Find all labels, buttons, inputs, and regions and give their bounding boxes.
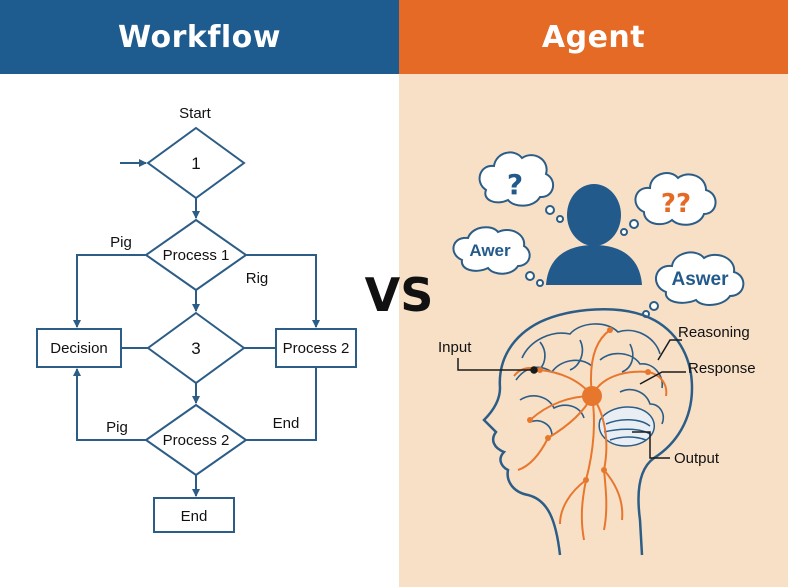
thought-bubble-question [478, 151, 564, 223]
workflow-header: Workflow [0, 0, 399, 74]
agent-header: Agent [399, 0, 788, 74]
person-icon [546, 184, 642, 285]
flowchart [36, 126, 357, 533]
start-label: Start [179, 105, 212, 122]
label-output: Output [674, 450, 720, 467]
loop-right-up [246, 367, 317, 441]
decision-box [36, 328, 122, 368]
process-2-label: Process 2 [163, 432, 230, 449]
edge-label-rig: Rig [246, 270, 269, 287]
label-response: Response [688, 360, 756, 377]
label-reasoning: Reasoning [678, 324, 750, 341]
label-input: Input [438, 339, 472, 356]
bubble-question-text: ? [507, 168, 523, 201]
edge-label-pig-top: Pig [110, 234, 132, 251]
neural-core-node [582, 386, 602, 406]
process-1-label: Process 1 [163, 247, 230, 264]
vs-label: VS [365, 268, 434, 322]
edge-label-end: End [273, 415, 300, 432]
callout-lines [457, 339, 686, 459]
bubble-aswer-text: Aswer [671, 269, 729, 290]
brain-head-outline [482, 308, 694, 556]
loop-left-down [73, 254, 146, 328]
bubble-awer-text: Awer [469, 241, 511, 260]
end-box [153, 497, 235, 533]
diamond-3-label: 3 [191, 339, 200, 358]
end-box-label: End [181, 508, 208, 525]
neuron-nodes [527, 327, 651, 483]
process-2-right-label: Process 2 [283, 340, 350, 357]
decision-label: Decision [50, 340, 108, 357]
diamond-1-label: 1 [191, 154, 200, 173]
bubble-double-question-text: ?? [661, 189, 691, 219]
thought-bubble-awer [452, 226, 544, 287]
cerebellum [598, 406, 655, 447]
loop-left-up [73, 368, 146, 441]
thought-bubble-double-question [620, 172, 717, 236]
loop-right-down [246, 254, 320, 328]
edge-label-pig-bottom: Pig [106, 419, 128, 436]
